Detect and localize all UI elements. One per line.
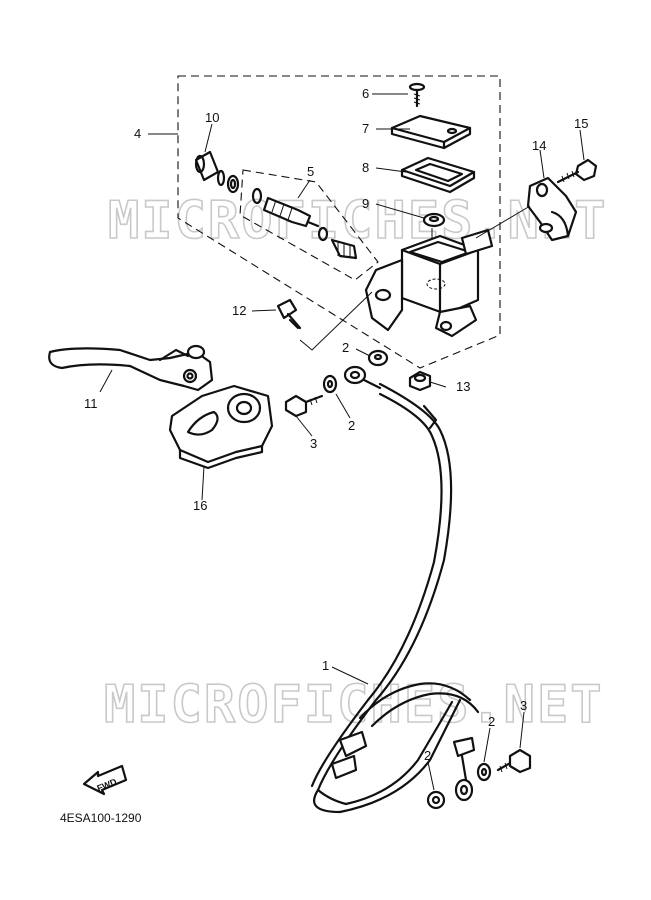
- washer-d-part: [476, 762, 492, 782]
- fwd-arrow-icon: FWD: [82, 764, 128, 796]
- clamp-bolt-part: [556, 158, 598, 184]
- union-bolt-bottom-part: [496, 748, 532, 774]
- watermark-bottom: MICROFICHES.NET: [104, 675, 604, 735]
- piston-kit-boundary: [239, 169, 379, 281]
- assembly-boundary: [177, 75, 501, 369]
- callout-13: 13: [456, 379, 470, 394]
- screw-6-part: [408, 82, 426, 108]
- callout-2-upper-right: 2: [342, 340, 349, 355]
- callout-3-lower: 3: [520, 698, 527, 713]
- callout-3-upper: 3: [310, 436, 317, 451]
- union-bolt-top-part: [284, 394, 324, 418]
- callout-2-lower-right: 2: [488, 714, 495, 729]
- callout-5: 5: [307, 164, 314, 179]
- pivot-bolt-part: [276, 298, 302, 330]
- piston-kit-part: [251, 187, 358, 260]
- diaphragm-plate-part: [400, 156, 476, 194]
- callout-15: 15: [574, 116, 588, 131]
- pivot-leader: [299, 291, 373, 351]
- callout-9: 9: [362, 196, 369, 211]
- dust-boot-part: [194, 150, 240, 194]
- clamp-leader: [475, 205, 531, 239]
- callout-16: 16: [193, 498, 207, 513]
- callout-2-lower-left: 2: [424, 748, 431, 763]
- washer-a-part: [322, 374, 338, 394]
- callout-12: 12: [232, 303, 246, 318]
- clutch-lever-part: [48, 344, 214, 392]
- watermark-top: MICROFICHES.NET: [108, 191, 608, 251]
- callout-2-upper-left: 2: [348, 418, 355, 433]
- washer-c-part: [426, 790, 446, 810]
- lever-holder-part: [168, 384, 274, 470]
- ring-9-part: [422, 212, 446, 228]
- diagram-code: 4ESA100-1290: [60, 811, 142, 825]
- reservoir-cap-part: [390, 114, 472, 150]
- callout-10: 10: [205, 110, 219, 125]
- callout-14: 14: [532, 138, 546, 153]
- callout-7: 7: [362, 121, 369, 136]
- callout-6: 6: [362, 86, 369, 101]
- callout-8: 8: [362, 160, 369, 175]
- callout-11: 11: [84, 396, 98, 411]
- callout-4: 4: [134, 126, 141, 141]
- clutch-hose-part: [310, 365, 480, 814]
- callout-leaders: [99, 93, 585, 791]
- callout-1: 1: [322, 658, 329, 673]
- holder-clamp-part: [526, 176, 578, 242]
- bleed-bolt-part: [408, 370, 432, 392]
- master-cylinder-body: [364, 228, 494, 338]
